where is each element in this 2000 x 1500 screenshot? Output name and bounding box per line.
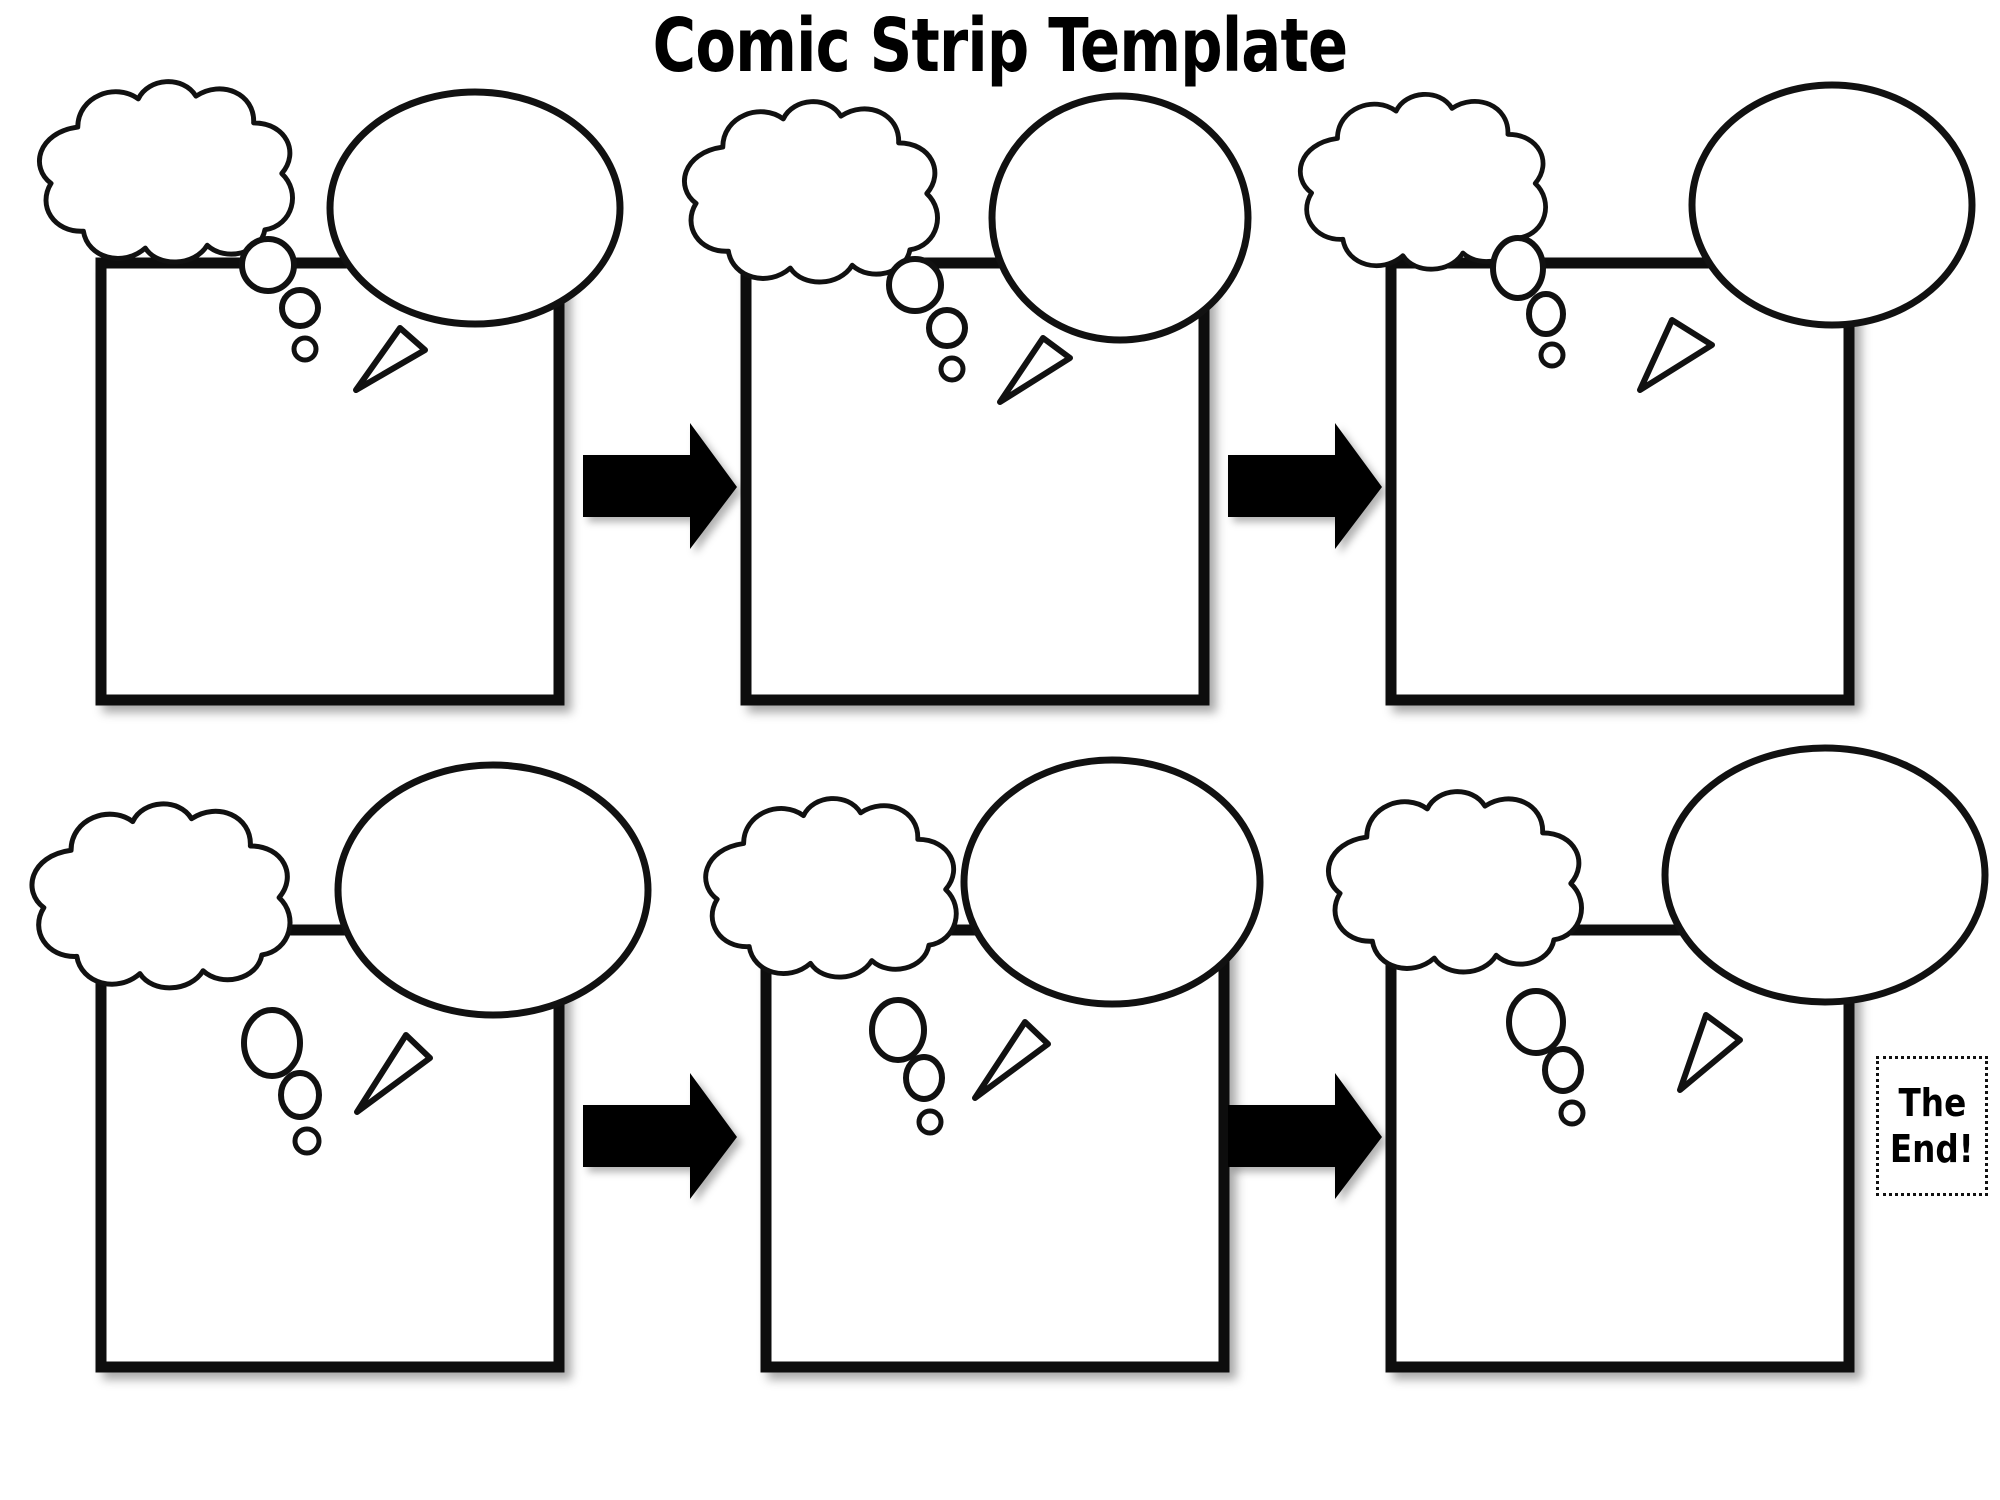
- arrow-4: [1228, 1073, 1382, 1199]
- panel-2-thought-bubble[interactable]: [684, 102, 968, 383]
- panel-3-speech-bubble[interactable]: [1688, 81, 1976, 329]
- panel-5-thought-bubble[interactable]: [706, 799, 957, 1136]
- panel-6-thought-bubble[interactable]: [1328, 792, 1586, 1127]
- arrow-2: [1228, 423, 1382, 549]
- panel-6-speech-bubble[interactable]: [1661, 744, 1989, 1093]
- panel-1[interactable]: [95, 257, 565, 706]
- the-end-line-1: The: [1898, 1081, 1966, 1125]
- panel-6[interactable]: [1385, 924, 1855, 1373]
- panel-5-speech-bubble[interactable]: [960, 756, 1264, 1101]
- panel-2-speech-bubble[interactable]: [988, 92, 1252, 405]
- panel-6-group: [1385, 924, 1855, 1373]
- the-end-box: The End!: [1876, 1056, 1988, 1196]
- panel-3-thought-bubble[interactable]: [1300, 94, 1715, 393]
- page-title: Comic Strip Template: [652, 3, 1348, 89]
- panel-1-speech-bubble[interactable]: [326, 88, 624, 393]
- the-end-line-2: End!: [1890, 1127, 1974, 1171]
- arrow-3: [583, 1073, 737, 1199]
- panel-3-group: [1385, 257, 1855, 706]
- panel-1-group: [95, 257, 565, 706]
- panel-3[interactable]: [1385, 257, 1855, 706]
- panel-4-thought-bubble[interactable]: [32, 804, 322, 1156]
- panel-4-speech-bubble[interactable]: [334, 761, 652, 1115]
- arrow-1: [583, 423, 737, 549]
- panel-1-thought-bubble[interactable]: [39, 82, 321, 363]
